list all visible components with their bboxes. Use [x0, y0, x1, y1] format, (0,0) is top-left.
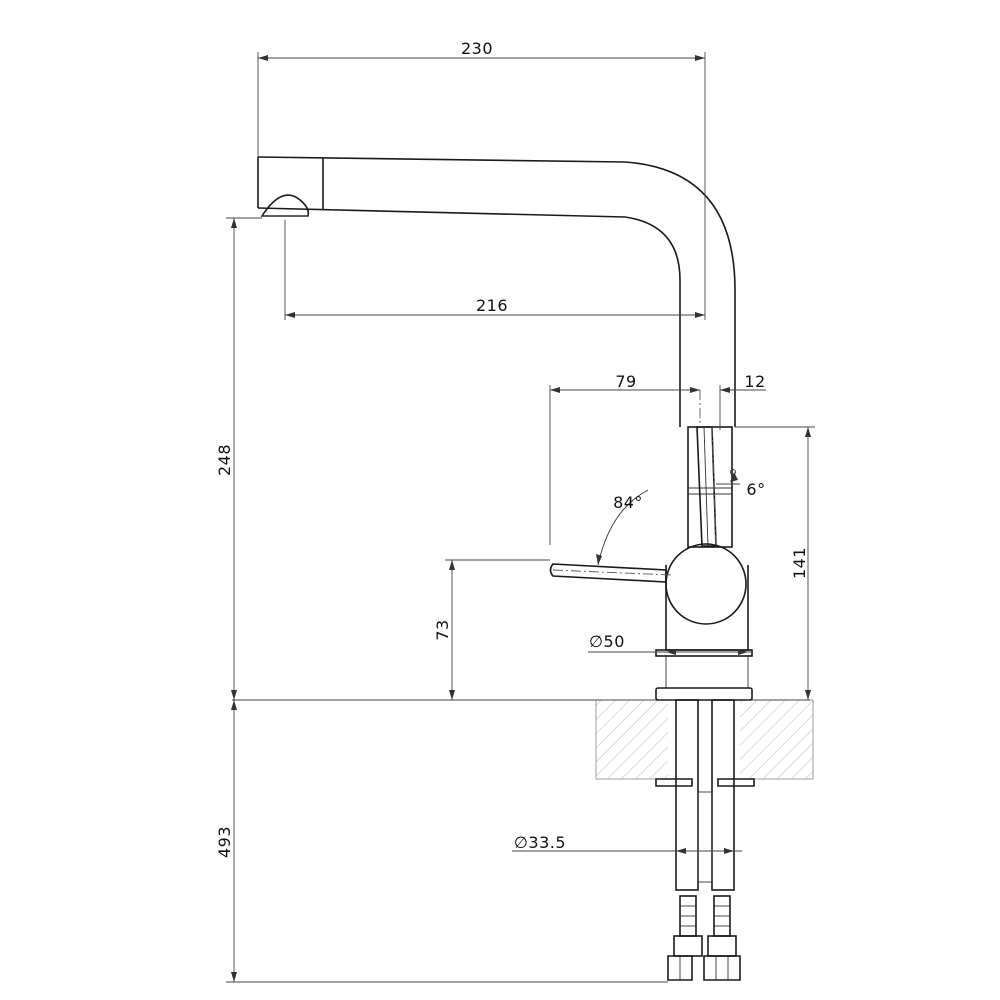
- dimension-label-reach: 216: [476, 296, 508, 315]
- dimension-label-hose-length: 493: [215, 826, 234, 858]
- dimension-label-handle-tilt: 6°: [746, 480, 765, 499]
- dimension-label-lever-length: 79: [615, 372, 636, 391]
- dimension-label-lever-angle: 84°: [613, 493, 643, 512]
- dimension-body-diameter: ∅50: [588, 632, 752, 655]
- dimension-lever-angle: 84°: [596, 493, 643, 565]
- countertop-section: [595, 699, 814, 781]
- dimension-reach: 216: [284, 220, 706, 320]
- dimension-body-height: 141: [735, 426, 815, 700]
- dimension-label-total-width: 230: [461, 39, 493, 58]
- dimension-hose-length: 493: [215, 700, 668, 983]
- construction-lines: [552, 390, 717, 576]
- dimension-label-body-height: 141: [790, 547, 809, 579]
- dimension-label-handle-offset: 12: [744, 372, 765, 391]
- dimension-shank-diameter: ∅33.5: [512, 833, 742, 854]
- dimension-total-width: 230: [257, 39, 706, 300]
- dimension-handle-offset: 12: [719, 372, 766, 430]
- faucet-outline: [257, 156, 755, 981]
- dimension-label-body-diameter: ∅50: [589, 632, 625, 651]
- dimension-lever-height: 73: [433, 559, 550, 700]
- dimension-spout-height: 248: [215, 217, 262, 700]
- dimension-label-spout-height: 248: [215, 444, 234, 476]
- dimension-handle-tilt: 6°: [716, 472, 765, 499]
- dimension-lever-length: 79: [549, 372, 700, 545]
- dimension-label-lever-height: 73: [433, 619, 452, 640]
- dimension-label-shank-diameter: ∅33.5: [514, 833, 566, 852]
